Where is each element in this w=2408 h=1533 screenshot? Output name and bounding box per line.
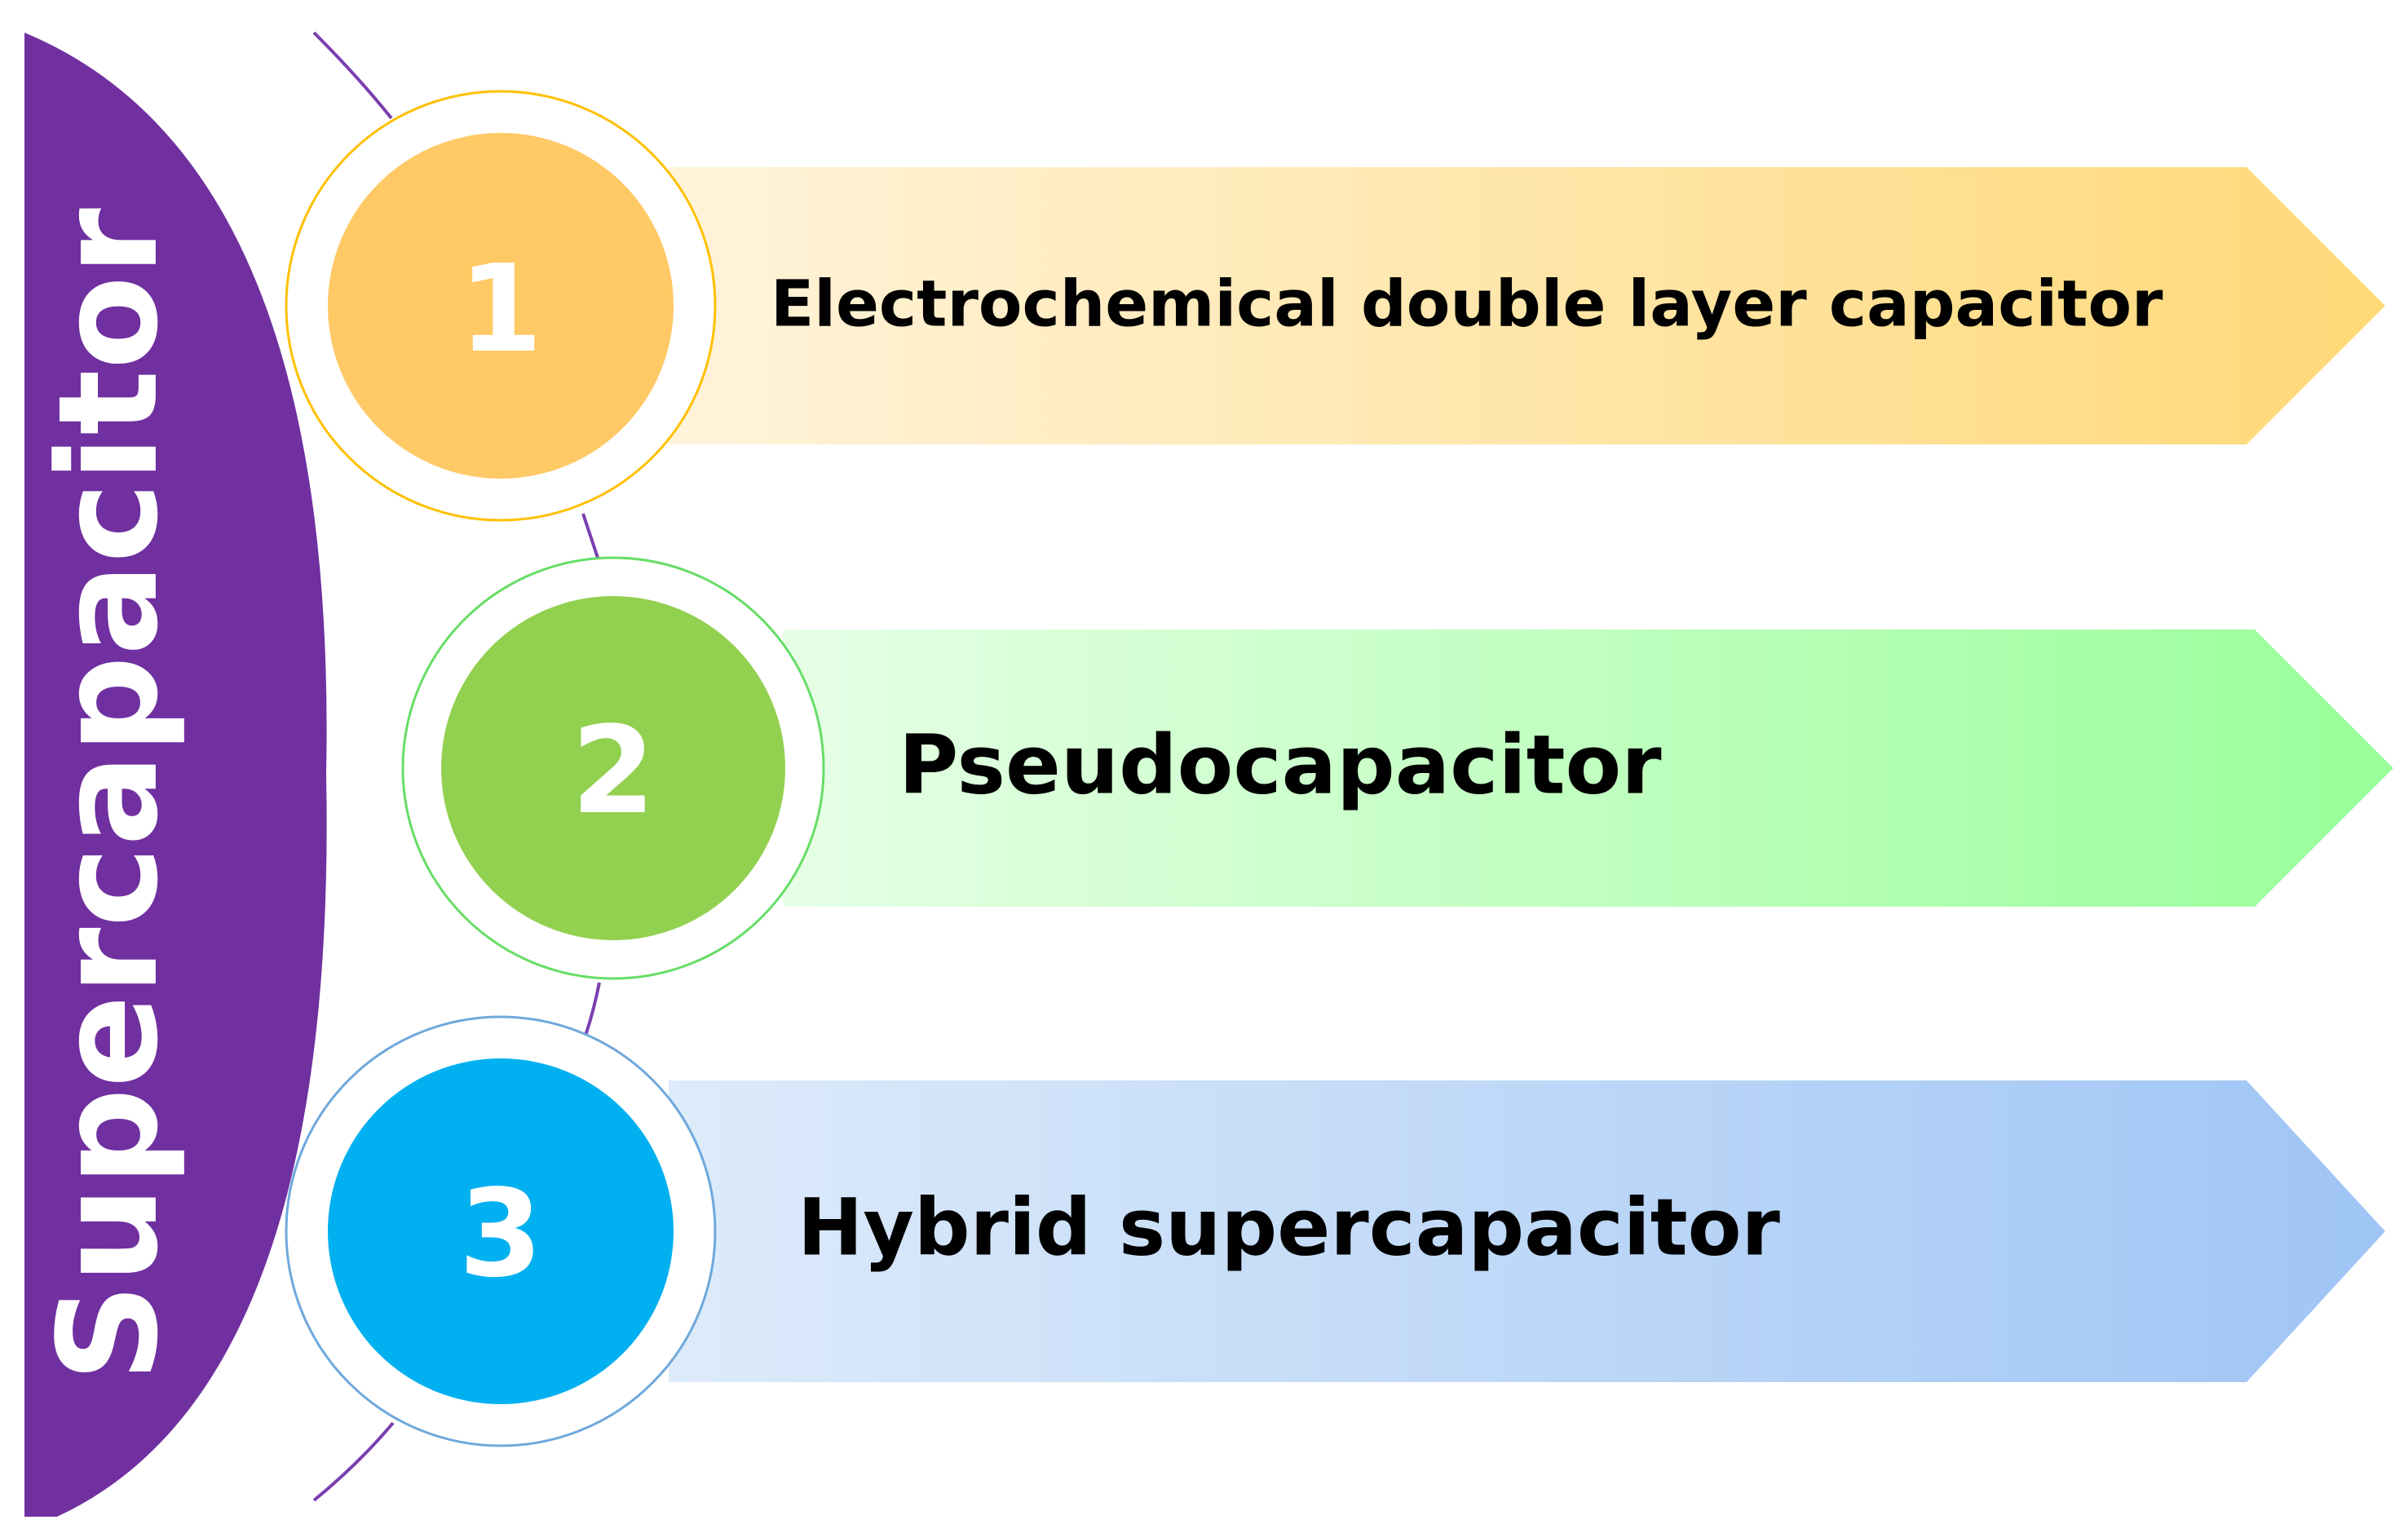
connector-arc-2-3	[584, 982, 601, 1036]
number-circle-3	[328, 1058, 674, 1404]
number-label-1: 1	[459, 239, 543, 379]
arrow-banner-2	[783, 630, 2393, 907]
connector-arc-top	[312, 31, 393, 120]
number-label-2: 2	[572, 700, 656, 841]
number-circle-1	[328, 133, 674, 479]
item-pseudocapacitor: 2 Pseudocapacitor	[401, 556, 2393, 980]
arrow-label-3: Hybrid supercapacitor	[798, 1182, 1781, 1273]
connector-arcs	[312, 31, 601, 1502]
number-circle-2	[441, 596, 785, 940]
number-label-3: 3	[459, 1164, 543, 1304]
supercapacitor-title: Supercapacitor	[29, 208, 188, 1382]
arrow-banner-1	[669, 167, 2385, 444]
connector-arc-bottom	[312, 1421, 395, 1502]
item-electrochemical-double-layer: 1 Electrochemical double layer capacitor	[285, 90, 2385, 522]
arrow-banner-3	[669, 1080, 2385, 1382]
arrow-label-2: Pseudocapacitor	[899, 717, 1662, 812]
arrow-label-1: Electrochemical double layer capacitor	[771, 267, 2163, 341]
item-hybrid-supercapacitor: 3 Hybrid supercapacitor	[285, 1015, 2385, 1447]
title-band	[24, 33, 327, 1517]
connector-arc-1-2	[581, 513, 601, 563]
